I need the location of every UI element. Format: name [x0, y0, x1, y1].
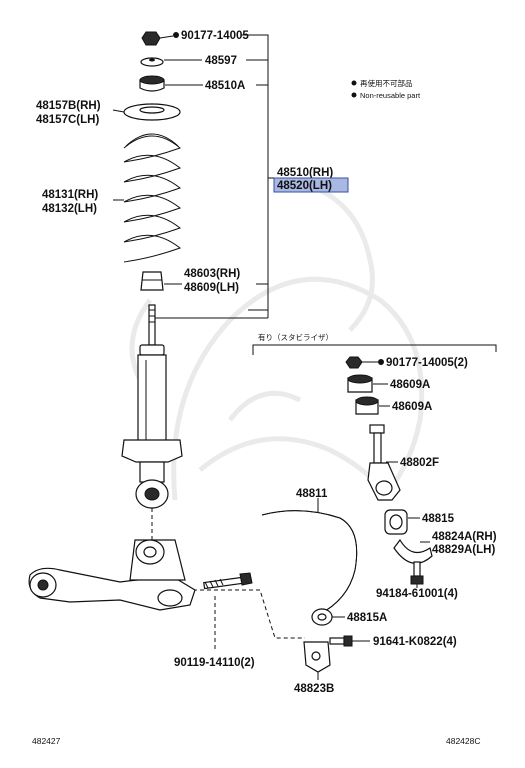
label-48815: 48815: [422, 513, 455, 525]
bolt-90119: [203, 572, 253, 590]
stab-bushing-2: [355, 396, 390, 415]
label-91641: 91641-K0822(4): [373, 636, 457, 648]
stab-bar-bushing: [384, 509, 420, 535]
figure-code-left: 482427: [32, 736, 61, 746]
washer-48597: [140, 57, 202, 67]
label-48824a: 48824A(RH): [432, 531, 497, 543]
label-48132: 48132(LH): [42, 203, 97, 215]
label-48802f: 48802F: [400, 457, 439, 469]
bushing-48510a: [139, 75, 203, 92]
label-90119: 90119-14110(2): [174, 657, 255, 669]
coil-spring: [113, 133, 182, 263]
legend-jp: 再使用不可部品: [360, 78, 413, 88]
non-reusable-mark-2: [378, 359, 384, 365]
stabilizer-link: [367, 424, 401, 501]
legend-dot-jp: [351, 80, 357, 86]
stabilizer-group-title: 有り（スタビライザ）: [258, 332, 333, 342]
shock-absorber: [121, 304, 183, 509]
stab-end-bushing: [311, 608, 345, 626]
lower-control-arm: [28, 539, 196, 611]
figure-code-right: 482428C: [446, 736, 481, 746]
label-48157b: 48157B(RH): [36, 100, 101, 112]
bump-stopper: [140, 271, 182, 291]
label-48597: 48597: [205, 55, 237, 67]
label-48131: 48131(RH): [42, 189, 98, 201]
non-reusable-mark: [173, 32, 179, 38]
spring-insulator: [112, 103, 181, 121]
label-48609a-1: 48609A: [390, 379, 430, 391]
legend-en: Non-reusable part: [360, 91, 421, 100]
label-stab-nut: 90177-14005(2): [386, 357, 468, 369]
bolt-94184: [410, 561, 424, 588]
label-48815a: 48815A: [347, 612, 387, 624]
label-48609: 48609(LH): [184, 282, 239, 294]
label-48829a: 48829A(LH): [432, 544, 495, 556]
stab-bushing-1: [347, 374, 388, 393]
label-48603: 48603(RH): [184, 268, 240, 280]
label-94184: 94184-61001(4): [376, 588, 458, 600]
top-nut: [141, 31, 179, 46]
label-48510a: 48510A: [205, 80, 245, 92]
legend-dot-en: [351, 92, 357, 98]
label-48157c: 48157C(LH): [36, 114, 99, 126]
highlight-48520: [273, 177, 349, 193]
label-48609a-2: 48609A: [392, 401, 432, 413]
label-nut-top: 90177-14005: [181, 30, 249, 42]
label-48510: 48510(RH): [277, 167, 333, 179]
stab-bracket: [393, 538, 433, 564]
label-48811: 48811: [296, 488, 328, 500]
stabilizer-bar: [261, 498, 358, 616]
label-48520[interactable]: 48520(LH): [277, 180, 332, 192]
stab-lower-bracket: [303, 641, 331, 680]
label-48823b: 48823B: [294, 683, 334, 695]
bolt-91641: [329, 635, 370, 647]
stabilizer-nut: [345, 356, 384, 369]
